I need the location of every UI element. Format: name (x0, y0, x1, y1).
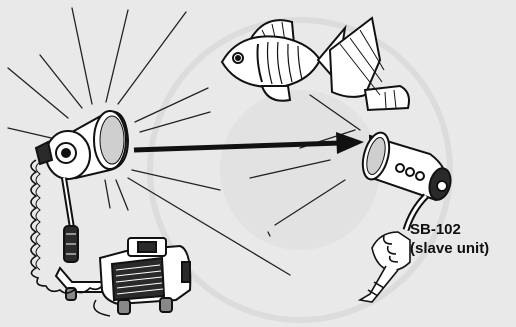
slave-unit-label: SB-102 (slave unit) (410, 220, 489, 258)
slave-unit-role: (slave unit) (410, 239, 489, 258)
slave-strobe (358, 130, 454, 230)
slave-unit-model: SB-102 (410, 220, 489, 239)
underwater-camera-housing (94, 238, 190, 316)
